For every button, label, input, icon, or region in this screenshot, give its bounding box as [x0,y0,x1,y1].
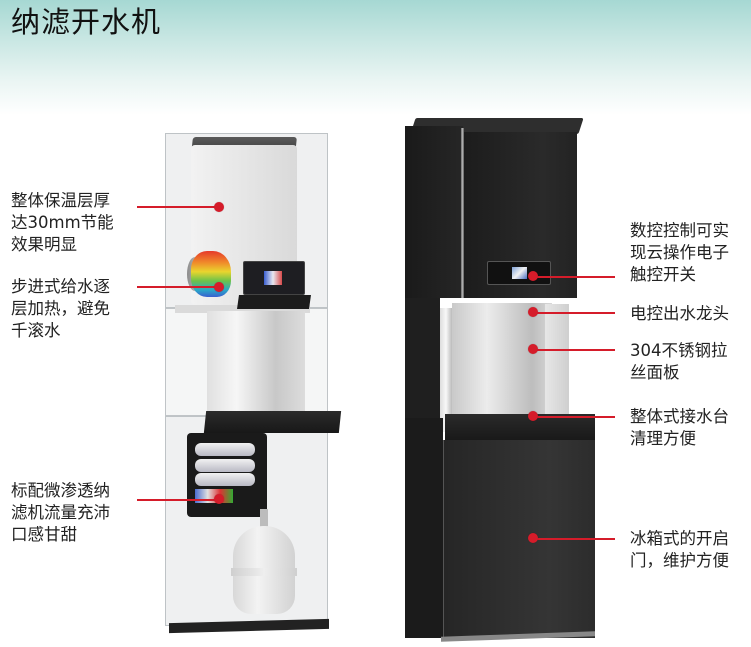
digital-control-panel [487,261,551,285]
integrated-drip-tray [445,414,595,444]
control-panel [243,261,305,295]
callout-dot [528,344,538,354]
leader-line [137,499,221,501]
leader-line [137,206,221,208]
callout-dot [214,282,224,292]
lower-side-panel [405,418,443,638]
control-screen [264,271,282,285]
page-title: 纳滤开水机 [11,5,162,39]
leader-line [137,286,221,288]
pressure-tank-valve [260,509,268,527]
callout-fridge-door: 冰箱式的开启 门，维护方便 [630,529,729,570]
steel-frame-edge [440,308,452,432]
callout-dot [214,494,224,504]
nanofiltration-module [187,433,267,517]
steel-back-panel [207,311,305,411]
steel-side-panel [545,304,569,416]
callout-dot [528,307,538,317]
callout-dot [528,533,538,543]
cutaway-water-dispenser [165,133,342,634]
filter-cartridge [195,443,255,456]
drip-tray [203,411,342,433]
touch-screen [512,267,527,279]
callout-dot [528,411,538,421]
leader-line [533,416,615,418]
middle-side-panel [405,298,440,418]
callout-dot [528,271,538,281]
leader-line [533,538,615,540]
control-shelf [237,295,311,309]
filter-cartridge [195,459,255,472]
leader-line [533,349,615,351]
callout-nanofiltration: 标配微渗透纳 滤机流量充沛 口感甘甜 [11,481,110,544]
callout-electric-faucet: 电控出水龙头 [630,304,729,323]
header-gradient-band [0,0,751,115]
chrome-trim [461,128,464,298]
filter-cartridge [195,473,255,486]
callout-drip-tray: 整体式接水台 清理方便 [630,407,729,448]
leader-line [533,312,615,314]
callout-stepped-heating: 步进式给水逐 层加热，避免 千滚水 [11,277,110,340]
heat-gradient-visual [191,251,231,297]
pressure-tank-band [231,568,297,576]
callout-steel-panel: 304不锈钢拉 丝面板 [630,341,728,382]
upper-side-panel [405,126,463,298]
shelf-base [175,305,310,313]
callout-dot [214,202,224,212]
leader-line [533,276,615,278]
brushed-steel-panel [452,303,552,415]
callout-digital-control: 数控控制可实 现云操作电子 触控开关 [630,221,729,284]
exterior-water-dispenser [405,118,595,643]
callout-insulation: 整体保温层厚 达30mm节能 效果明显 [11,191,114,254]
